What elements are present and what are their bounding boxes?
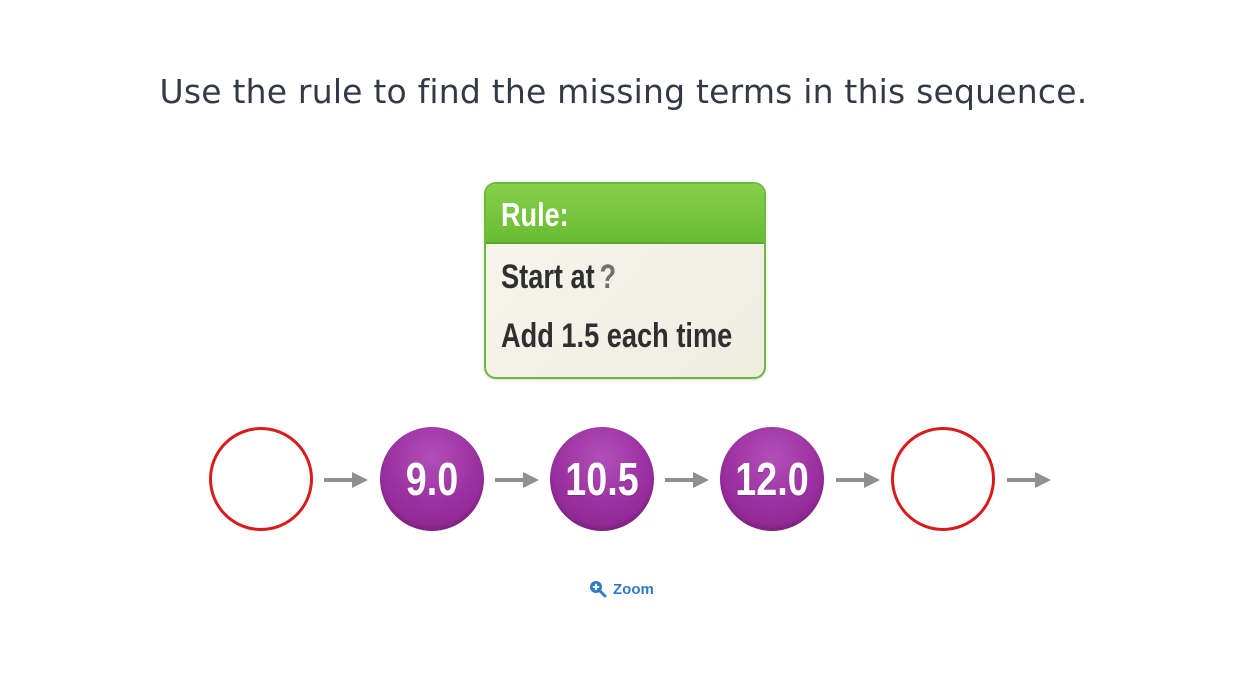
sequence-term-value: 10.5	[565, 453, 639, 505]
sequence-term-1-missing[interactable]	[209, 427, 313, 531]
sequence-term-value	[221, 430, 301, 528]
sequence-term-value: 9.0	[405, 453, 459, 505]
zoom-button[interactable]: Zoom	[589, 578, 654, 600]
arrow-right-icon	[836, 472, 880, 488]
arrow-right-icon	[324, 472, 368, 488]
sequence-term-value: 12.0	[735, 453, 809, 505]
sequence-term-2: 9.0	[380, 427, 484, 531]
arrow-right-icon	[495, 472, 539, 488]
rule-header	[486, 184, 764, 244]
question-text: Use the rule to find the missing terms i…	[159, 72, 1088, 111]
rule-start-label: Start at	[501, 258, 595, 296]
rule-step-line: Add 1.5 each time	[501, 317, 733, 355]
zoom-in-icon	[590, 581, 607, 598]
rule-card: Rule: Start at? Add 1.5 each time	[484, 182, 766, 379]
arrow-right-icon	[1007, 472, 1051, 488]
rule-start-value: ?	[599, 258, 617, 296]
arrow-right-icon	[665, 472, 709, 488]
sequence-term-5-missing[interactable]	[891, 427, 995, 531]
rule-start-line: Start at?	[501, 258, 616, 297]
sequence-term-value	[903, 430, 983, 528]
rule-title: Rule:	[501, 196, 569, 233]
sequence-term-4: 12.0	[720, 427, 824, 531]
zoom-label: Zoom	[613, 580, 654, 598]
sequence-term-3: 10.5	[550, 427, 654, 531]
